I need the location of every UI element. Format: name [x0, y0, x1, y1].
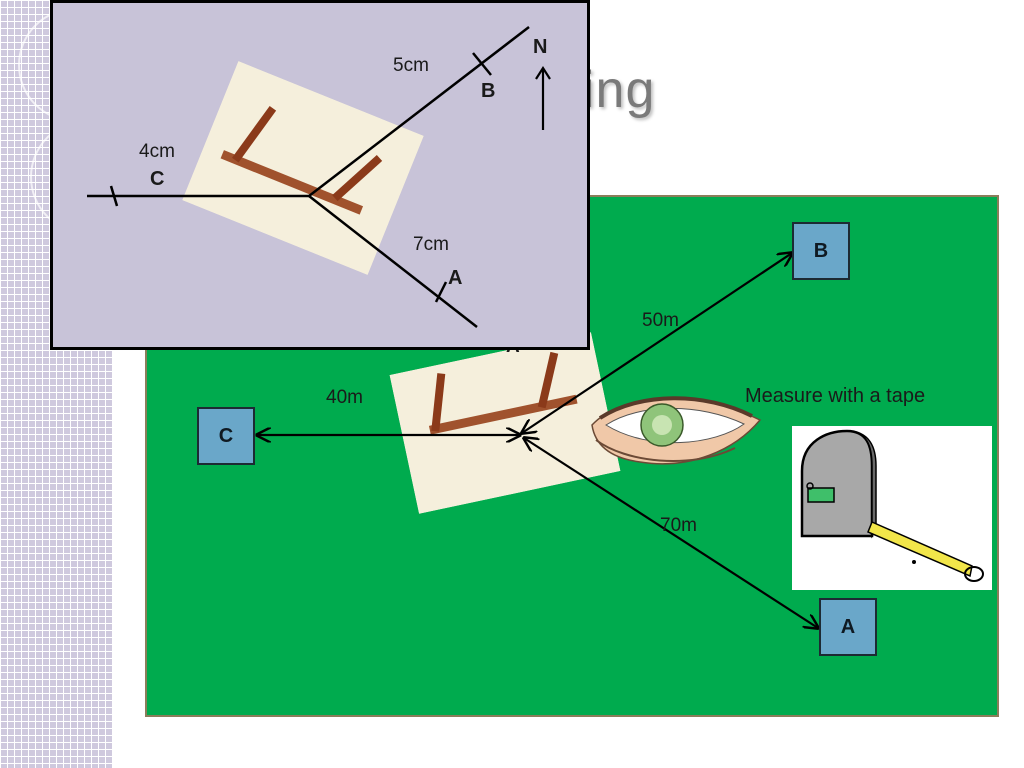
tick-b: [472, 52, 492, 76]
tick-a: [434, 281, 448, 303]
plotting-inset: N B C A 5cm 4cm 7cm: [50, 0, 590, 350]
inset-plane-table-board: [182, 61, 424, 275]
distance-label-b: 50m: [642, 310, 679, 331]
distance-label-a: 70m: [660, 515, 697, 536]
slide-title-fragment: ing: [583, 61, 656, 119]
arrow-center-b: [522, 253, 792, 433]
ray-to-b: [308, 26, 530, 197]
tape-measure-icon: [792, 426, 992, 590]
inset-length-c: 4cm: [139, 141, 175, 162]
inset-point-a: A: [448, 267, 463, 289]
tick-c: [109, 185, 119, 207]
station-c: C: [197, 407, 255, 465]
inset-alidade-drawing: [182, 61, 424, 275]
inset-plot-lines: [87, 26, 551, 328]
arrow-center-a: [524, 438, 818, 628]
inset-point-c: C: [150, 168, 165, 190]
inset-length-b: 5cm: [393, 55, 429, 76]
inset-point-b: B: [481, 80, 496, 102]
distance-label-c: 40m: [326, 387, 363, 408]
station-a: A: [819, 598, 877, 656]
station-b: B: [792, 222, 850, 280]
inset-length-a: 7cm: [413, 234, 449, 255]
ray-to-a: [308, 195, 478, 328]
measure-with-tape-label: Measure with a tape: [745, 385, 926, 407]
north-arrow-head: [535, 65, 551, 80]
north-label: N: [533, 36, 548, 58]
